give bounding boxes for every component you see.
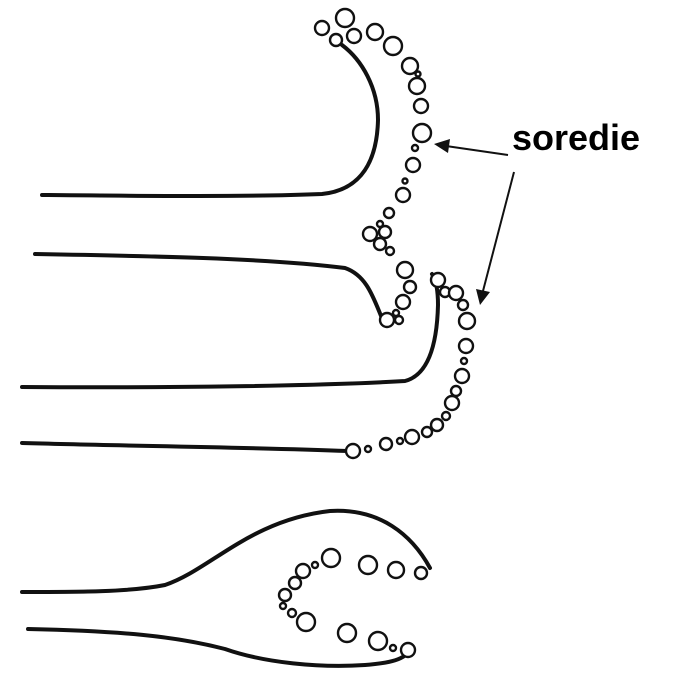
soredium (404, 281, 416, 293)
soredium (374, 238, 386, 250)
soredium (431, 419, 443, 431)
soredium (416, 72, 421, 77)
soredium (379, 226, 391, 238)
soredium (367, 24, 383, 40)
soredium (397, 262, 413, 278)
soredium (395, 316, 403, 324)
arrowhead-top (434, 139, 450, 153)
soredium (442, 412, 450, 420)
lobe-3-edge (22, 443, 348, 451)
arrow-to-top-soredia (446, 146, 508, 155)
soredium (336, 9, 354, 27)
soredium (412, 145, 418, 151)
soredium (280, 603, 286, 609)
soredium (386, 247, 394, 255)
soredium (384, 208, 394, 218)
soredium (459, 339, 473, 353)
soredium (403, 179, 408, 184)
soredium (338, 624, 356, 642)
soredium (322, 549, 340, 567)
soredium (365, 446, 371, 452)
soredium (312, 562, 318, 568)
soredium (363, 227, 377, 241)
soredium (431, 273, 445, 287)
soredium (415, 567, 427, 579)
soredium (397, 438, 403, 444)
soredium (458, 300, 468, 310)
soredium (396, 188, 410, 202)
soredium (405, 430, 419, 444)
soredium (359, 556, 377, 574)
lobe-2-edge (22, 274, 438, 387)
soredium (449, 286, 463, 300)
soredium (396, 295, 410, 309)
soredium (315, 21, 329, 35)
lobe-outlines (22, 45, 438, 666)
soredium (380, 438, 392, 450)
lobe-4-upper-edge (22, 511, 430, 592)
soredium (346, 444, 360, 458)
soredium (296, 564, 310, 578)
soredium (445, 396, 459, 410)
soredium (401, 643, 415, 657)
soredium (422, 427, 432, 437)
arrow-to-middle-soredia (483, 172, 514, 291)
soredium (369, 632, 387, 650)
arrowhead-middle (476, 289, 490, 305)
soredium (380, 313, 394, 327)
soredium (388, 562, 404, 578)
soredium (413, 124, 431, 142)
soredium (459, 313, 475, 329)
soredium (330, 34, 342, 46)
soredium (279, 589, 291, 601)
soredium (289, 577, 301, 589)
soredie-label: soredie (512, 117, 640, 158)
soredium (288, 609, 296, 617)
soredium (347, 29, 361, 43)
soredium (461, 358, 467, 364)
soredium (406, 158, 420, 172)
soredium (297, 613, 315, 631)
soredium (409, 78, 425, 94)
soredium (451, 386, 461, 396)
soredium (384, 37, 402, 55)
soredium (390, 645, 396, 651)
soredium (455, 369, 469, 383)
lobe-1-lower-edge (35, 254, 384, 323)
soredium (414, 99, 428, 113)
lobe-1-upper-edge (42, 45, 378, 196)
